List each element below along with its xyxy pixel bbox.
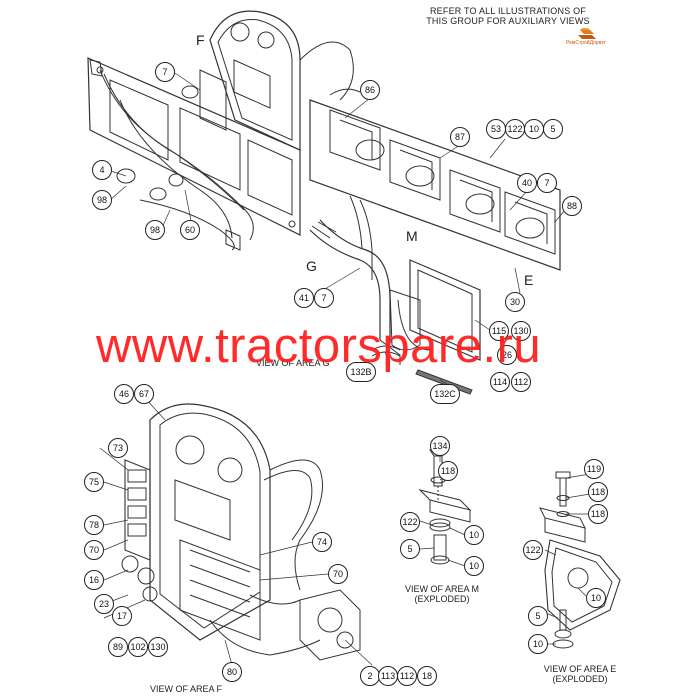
view-label-area-m-line2: (EXPLODED) bbox=[414, 594, 470, 604]
watermark-url: www.tractorspare.ru bbox=[96, 319, 542, 373]
callout-80: 80 bbox=[222, 662, 242, 682]
callout-18: 18 bbox=[417, 666, 437, 686]
callout-67: 67 bbox=[134, 384, 154, 404]
callout-60: 60 bbox=[180, 220, 200, 240]
callout-74: 74 bbox=[312, 532, 332, 552]
callout-40: 40 bbox=[517, 173, 537, 193]
callout-16: 16 bbox=[84, 570, 104, 590]
callout-7-c: 7 bbox=[314, 288, 334, 308]
brand-logo: РемСтройДорвзт bbox=[560, 28, 620, 52]
callout-115: 115 bbox=[489, 321, 509, 341]
callout-130-f: 130 bbox=[148, 637, 168, 657]
callout-118-e-b: 118 bbox=[588, 504, 608, 524]
callout-4: 4 bbox=[92, 160, 112, 180]
callout-114: 114 bbox=[490, 372, 510, 392]
area-letter-e: E bbox=[524, 272, 534, 288]
callout-118-e-a: 118 bbox=[588, 482, 608, 502]
callout-17: 17 bbox=[112, 606, 132, 626]
callout-122-m: 122 bbox=[400, 512, 420, 532]
callout-41: 41 bbox=[294, 288, 314, 308]
callout-5-m: 5 bbox=[400, 539, 420, 559]
callout-119: 119 bbox=[584, 459, 604, 479]
callout-30: 30 bbox=[505, 292, 525, 312]
area-f-leaders bbox=[99, 397, 373, 666]
callout-112: 112 bbox=[511, 372, 531, 392]
view-label-area-e-line1: VIEW OF AREA E bbox=[543, 664, 617, 674]
area-letter-m: M bbox=[406, 228, 418, 244]
reference-note-line1: REFER TO ALL ILLUSTRATIONS OF bbox=[429, 6, 586, 16]
callout-87: 87 bbox=[450, 127, 470, 147]
callout-88: 88 bbox=[562, 196, 582, 216]
logo-mark-icon bbox=[578, 28, 596, 39]
callout-10-m-b: 10 bbox=[464, 556, 484, 576]
reference-note-line2: THIS GROUP FOR AUXILIARY VIEWS bbox=[426, 16, 590, 26]
callout-132c: 132C bbox=[430, 384, 460, 404]
callout-10-e-b: 10 bbox=[528, 634, 548, 654]
callout-73: 73 bbox=[108, 438, 128, 458]
callout-98-a: 98 bbox=[92, 190, 112, 210]
callout-26: 26 bbox=[497, 345, 517, 365]
callout-7-b: 7 bbox=[537, 173, 557, 193]
callout-23: 23 bbox=[94, 594, 114, 614]
callout-98-b: 98 bbox=[145, 220, 165, 240]
callout-102: 102 bbox=[128, 637, 148, 657]
logo-text: РемСтройДорвзт bbox=[566, 40, 606, 46]
callout-7: 7 bbox=[155, 62, 175, 82]
callout-118-m: 118 bbox=[438, 461, 458, 481]
area-f-assembly bbox=[121, 403, 361, 661]
callout-75: 75 bbox=[84, 472, 104, 492]
view-label-area-g: VIEW OF AREA G bbox=[256, 358, 330, 368]
callout-70-a: 70 bbox=[84, 540, 104, 560]
area-m-exploded bbox=[418, 449, 472, 565]
callout-89: 89 bbox=[108, 637, 128, 657]
view-label-area-e: VIEW OF AREA E (EXPLODED) bbox=[530, 664, 630, 684]
callout-10-e-a: 10 bbox=[586, 588, 606, 608]
view-label-area-f: VIEW OF AREA F bbox=[150, 684, 223, 694]
reference-note: REFER TO ALL ILLUSTRATIONS OF THIS GROUP… bbox=[408, 6, 608, 26]
area-e-exploded bbox=[539, 471, 621, 649]
callout-53: 53 bbox=[486, 119, 506, 139]
callout-113: 113 bbox=[378, 666, 398, 686]
callout-5: 5 bbox=[543, 119, 563, 139]
callout-134: 134 bbox=[430, 436, 450, 456]
view-label-area-e-line2: (EXPLODED) bbox=[552, 674, 608, 684]
callout-112-f: 112 bbox=[397, 666, 417, 686]
area-letter-f: F bbox=[196, 32, 205, 48]
callout-86: 86 bbox=[360, 80, 380, 100]
callout-78: 78 bbox=[84, 515, 104, 535]
callout-10: 10 bbox=[524, 119, 544, 139]
view-label-area-m-line1: VIEW OF AREA M bbox=[404, 584, 479, 594]
callout-5-e: 5 bbox=[528, 606, 548, 626]
callout-2: 2 bbox=[360, 666, 380, 686]
view-label-area-m: VIEW OF AREA M (EXPLODED) bbox=[392, 584, 492, 604]
callout-122-e: 122 bbox=[523, 540, 543, 560]
callout-70-b: 70 bbox=[328, 564, 348, 584]
callout-130: 130 bbox=[511, 321, 531, 341]
callout-132b: 132B bbox=[346, 362, 376, 382]
callout-122: 122 bbox=[505, 119, 525, 139]
callout-46: 46 bbox=[114, 384, 134, 404]
callout-10-m-a: 10 bbox=[464, 525, 484, 545]
area-letter-g: G bbox=[306, 258, 317, 274]
